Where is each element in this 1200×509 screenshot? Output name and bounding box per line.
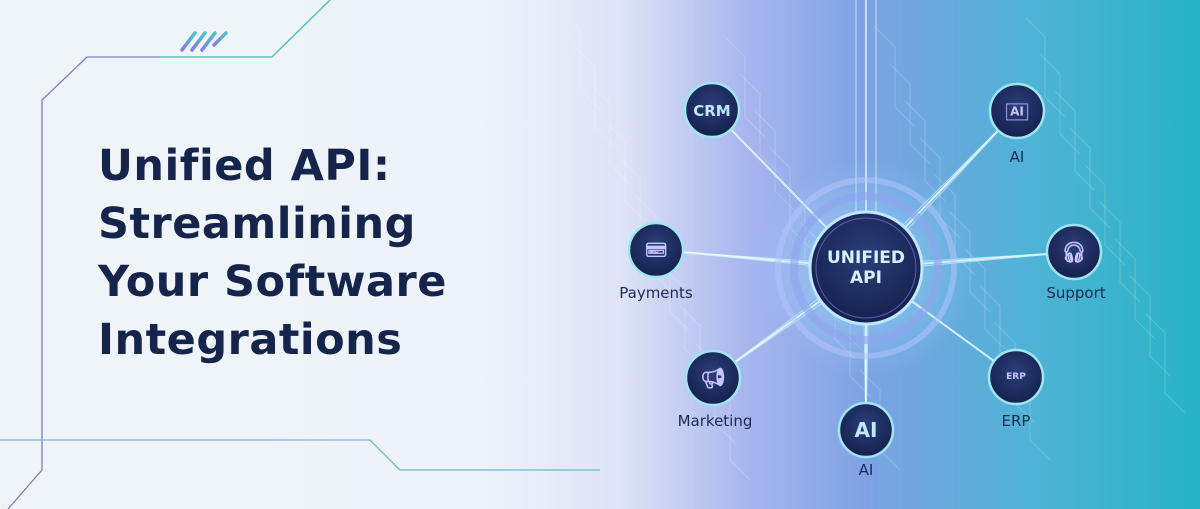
- node-circle-payments: [627, 221, 685, 279]
- ai-text-icon: AI: [854, 418, 878, 442]
- node-circle-ai-bottom: [837, 401, 895, 459]
- circuit-trace: [559, 9, 601, 111]
- frame-line-top-teal: [160, 0, 331, 58]
- headline: Unified API: Streamlining Your Software …: [98, 137, 447, 369]
- circuit-trace: [1084, 164, 1126, 266]
- node-circle-support: [1045, 223, 1103, 281]
- circuit-trace: [589, 83, 631, 185]
- node-circle-ai-top: [988, 82, 1046, 140]
- headline-line-4: Integrations: [98, 315, 403, 365]
- node-label-support: Support: [1046, 284, 1106, 302]
- stripes-decoration: [180, 31, 228, 52]
- circuit-trace: [1054, 90, 1096, 192]
- circuit-trace: [739, 73, 781, 175]
- node-label-ai-top: AI: [1009, 148, 1025, 166]
- node-label-ai-bottom: AI: [858, 461, 874, 479]
- circuit-trace: [874, 26, 916, 128]
- node-label-payments: Payments: [619, 284, 693, 302]
- ai-chip-icon: AI: [1006, 103, 1028, 121]
- credit-card-icon: 💳︎: [644, 240, 668, 262]
- erp-gear-icon: ERP: [1006, 372, 1026, 383]
- circuit-trace: [724, 36, 766, 138]
- hub-label: UNIFIED API: [827, 248, 905, 288]
- headline-line-2: Streamlining: [98, 199, 416, 249]
- hub-circle: [808, 210, 924, 326]
- circuit-trace: [1039, 53, 1081, 155]
- circuit-trace: [574, 46, 616, 148]
- circuit-trace: [1114, 238, 1156, 340]
- hub-label-line-1: UNIFIED: [826, 248, 906, 268]
- megaphone-icon: 📢︎: [700, 366, 726, 390]
- headline-line-3: Your Software: [98, 257, 447, 307]
- frame-line-bottom: [0, 439, 600, 471]
- node-label-erp: ERP: [1001, 412, 1031, 430]
- hub-label-line-2: API: [850, 268, 882, 288]
- node-circle-crm: [683, 81, 741, 139]
- crm-text-icon: CRM: [693, 101, 731, 120]
- headset-icon: 🎧︎: [1061, 240, 1087, 264]
- circuit-trace: [1069, 127, 1111, 229]
- node-label-marketing: Marketing: [677, 412, 753, 430]
- node-circle-marketing: [684, 349, 742, 407]
- circuit-trace: [889, 63, 931, 165]
- circuit-trace: [1129, 275, 1171, 377]
- circuit-trace: [1144, 312, 1186, 414]
- headline-line-1: Unified API:: [98, 141, 391, 191]
- circuit-trace: [604, 120, 646, 222]
- circuit-trace: [1024, 16, 1066, 118]
- node-circle-erp: [987, 348, 1045, 406]
- circuit-trace: [1099, 201, 1141, 303]
